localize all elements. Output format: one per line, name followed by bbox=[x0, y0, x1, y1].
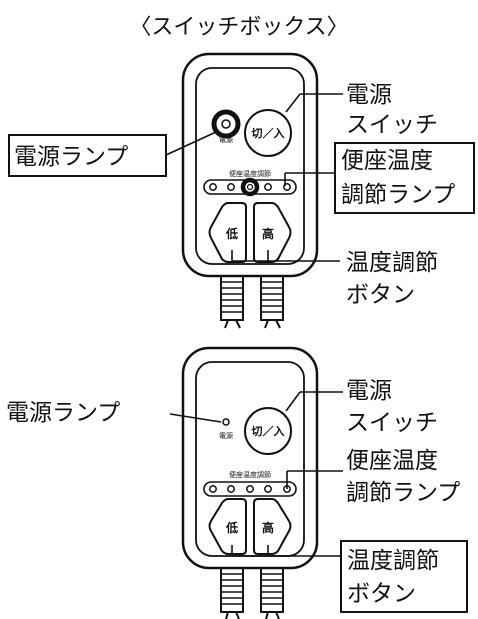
seat-temp-small-label: 便座温度調節 bbox=[229, 470, 271, 479]
power-switch[interactable] bbox=[244, 109, 292, 157]
power-lamp-small-label: 電源 bbox=[219, 135, 233, 144]
bottom-leader-lines bbox=[169, 391, 343, 557]
bottom-seat-lamp-label-2: 調節ランプ bbox=[346, 480, 460, 506]
seat-temp-small-label: 便座温度調節 bbox=[229, 169, 271, 178]
high-button[interactable] bbox=[253, 202, 292, 263]
top-leader-lines bbox=[165, 93, 343, 262]
power-switch-label: 切／入 bbox=[252, 127, 285, 140]
seat-temp-lamps bbox=[209, 485, 291, 493]
low-button-label: 低 bbox=[225, 226, 238, 241]
bottom-temp-buttons-label-2: ボタン bbox=[347, 581, 416, 607]
power-lamp bbox=[222, 418, 230, 426]
high-button[interactable] bbox=[253, 498, 292, 555]
high-button-label: 高 bbox=[262, 520, 274, 535]
high-button-label: 高 bbox=[262, 226, 274, 241]
top-seat-lamp-highlight-box bbox=[334, 142, 475, 214]
top-seat-lamp-label-2: 調節ランプ bbox=[341, 182, 455, 208]
bottom-power-switch-label-1: 電源 bbox=[346, 378, 392, 404]
power-switch-label: 切／入 bbox=[252, 425, 285, 438]
top-power-switch-label-1: 電源 bbox=[346, 82, 392, 108]
low-button-label: 低 bbox=[225, 520, 238, 535]
bottom-power-lamp-label: 電源ランプ bbox=[6, 400, 120, 426]
bottom-temp-buttons-label-1: 温度調節 bbox=[347, 548, 439, 574]
top-power-lamp-label: 電源ランプ bbox=[14, 144, 128, 170]
top-seat-lamp-label-1: 便座温度 bbox=[341, 148, 433, 174]
diagram-title: 〈スイッチボックス〉 bbox=[129, 15, 348, 40]
power-switch[interactable] bbox=[244, 407, 292, 455]
top-temp-buttons-label-2: ボタン bbox=[346, 282, 415, 308]
top-power-switch-label-2: スイッチ bbox=[346, 112, 438, 138]
bottom-power-switch-label-2: スイッチ bbox=[346, 410, 438, 436]
switch-box-bottom: 電源 切／入 便座温度調節 低 高 bbox=[181, 346, 319, 619]
cable-right bbox=[260, 273, 284, 329]
bottom-seat-lamp-label-1: 便座温度 bbox=[346, 448, 438, 474]
top-temp-buttons-label-1: 温度調節 bbox=[346, 250, 438, 276]
cable-left bbox=[220, 273, 244, 329]
cable-left bbox=[220, 565, 244, 619]
low-button[interactable] bbox=[208, 498, 247, 555]
low-button[interactable] bbox=[208, 202, 247, 263]
cable-right bbox=[260, 565, 284, 619]
switch-box-top: 電源 切／入 便座温度調節 低 高 bbox=[181, 52, 319, 329]
top-power-lamp-highlight-box bbox=[8, 134, 167, 177]
bottom-temp-buttons-highlight-box bbox=[340, 540, 468, 613]
power-lamp-small-label: 電源 bbox=[219, 431, 233, 440]
